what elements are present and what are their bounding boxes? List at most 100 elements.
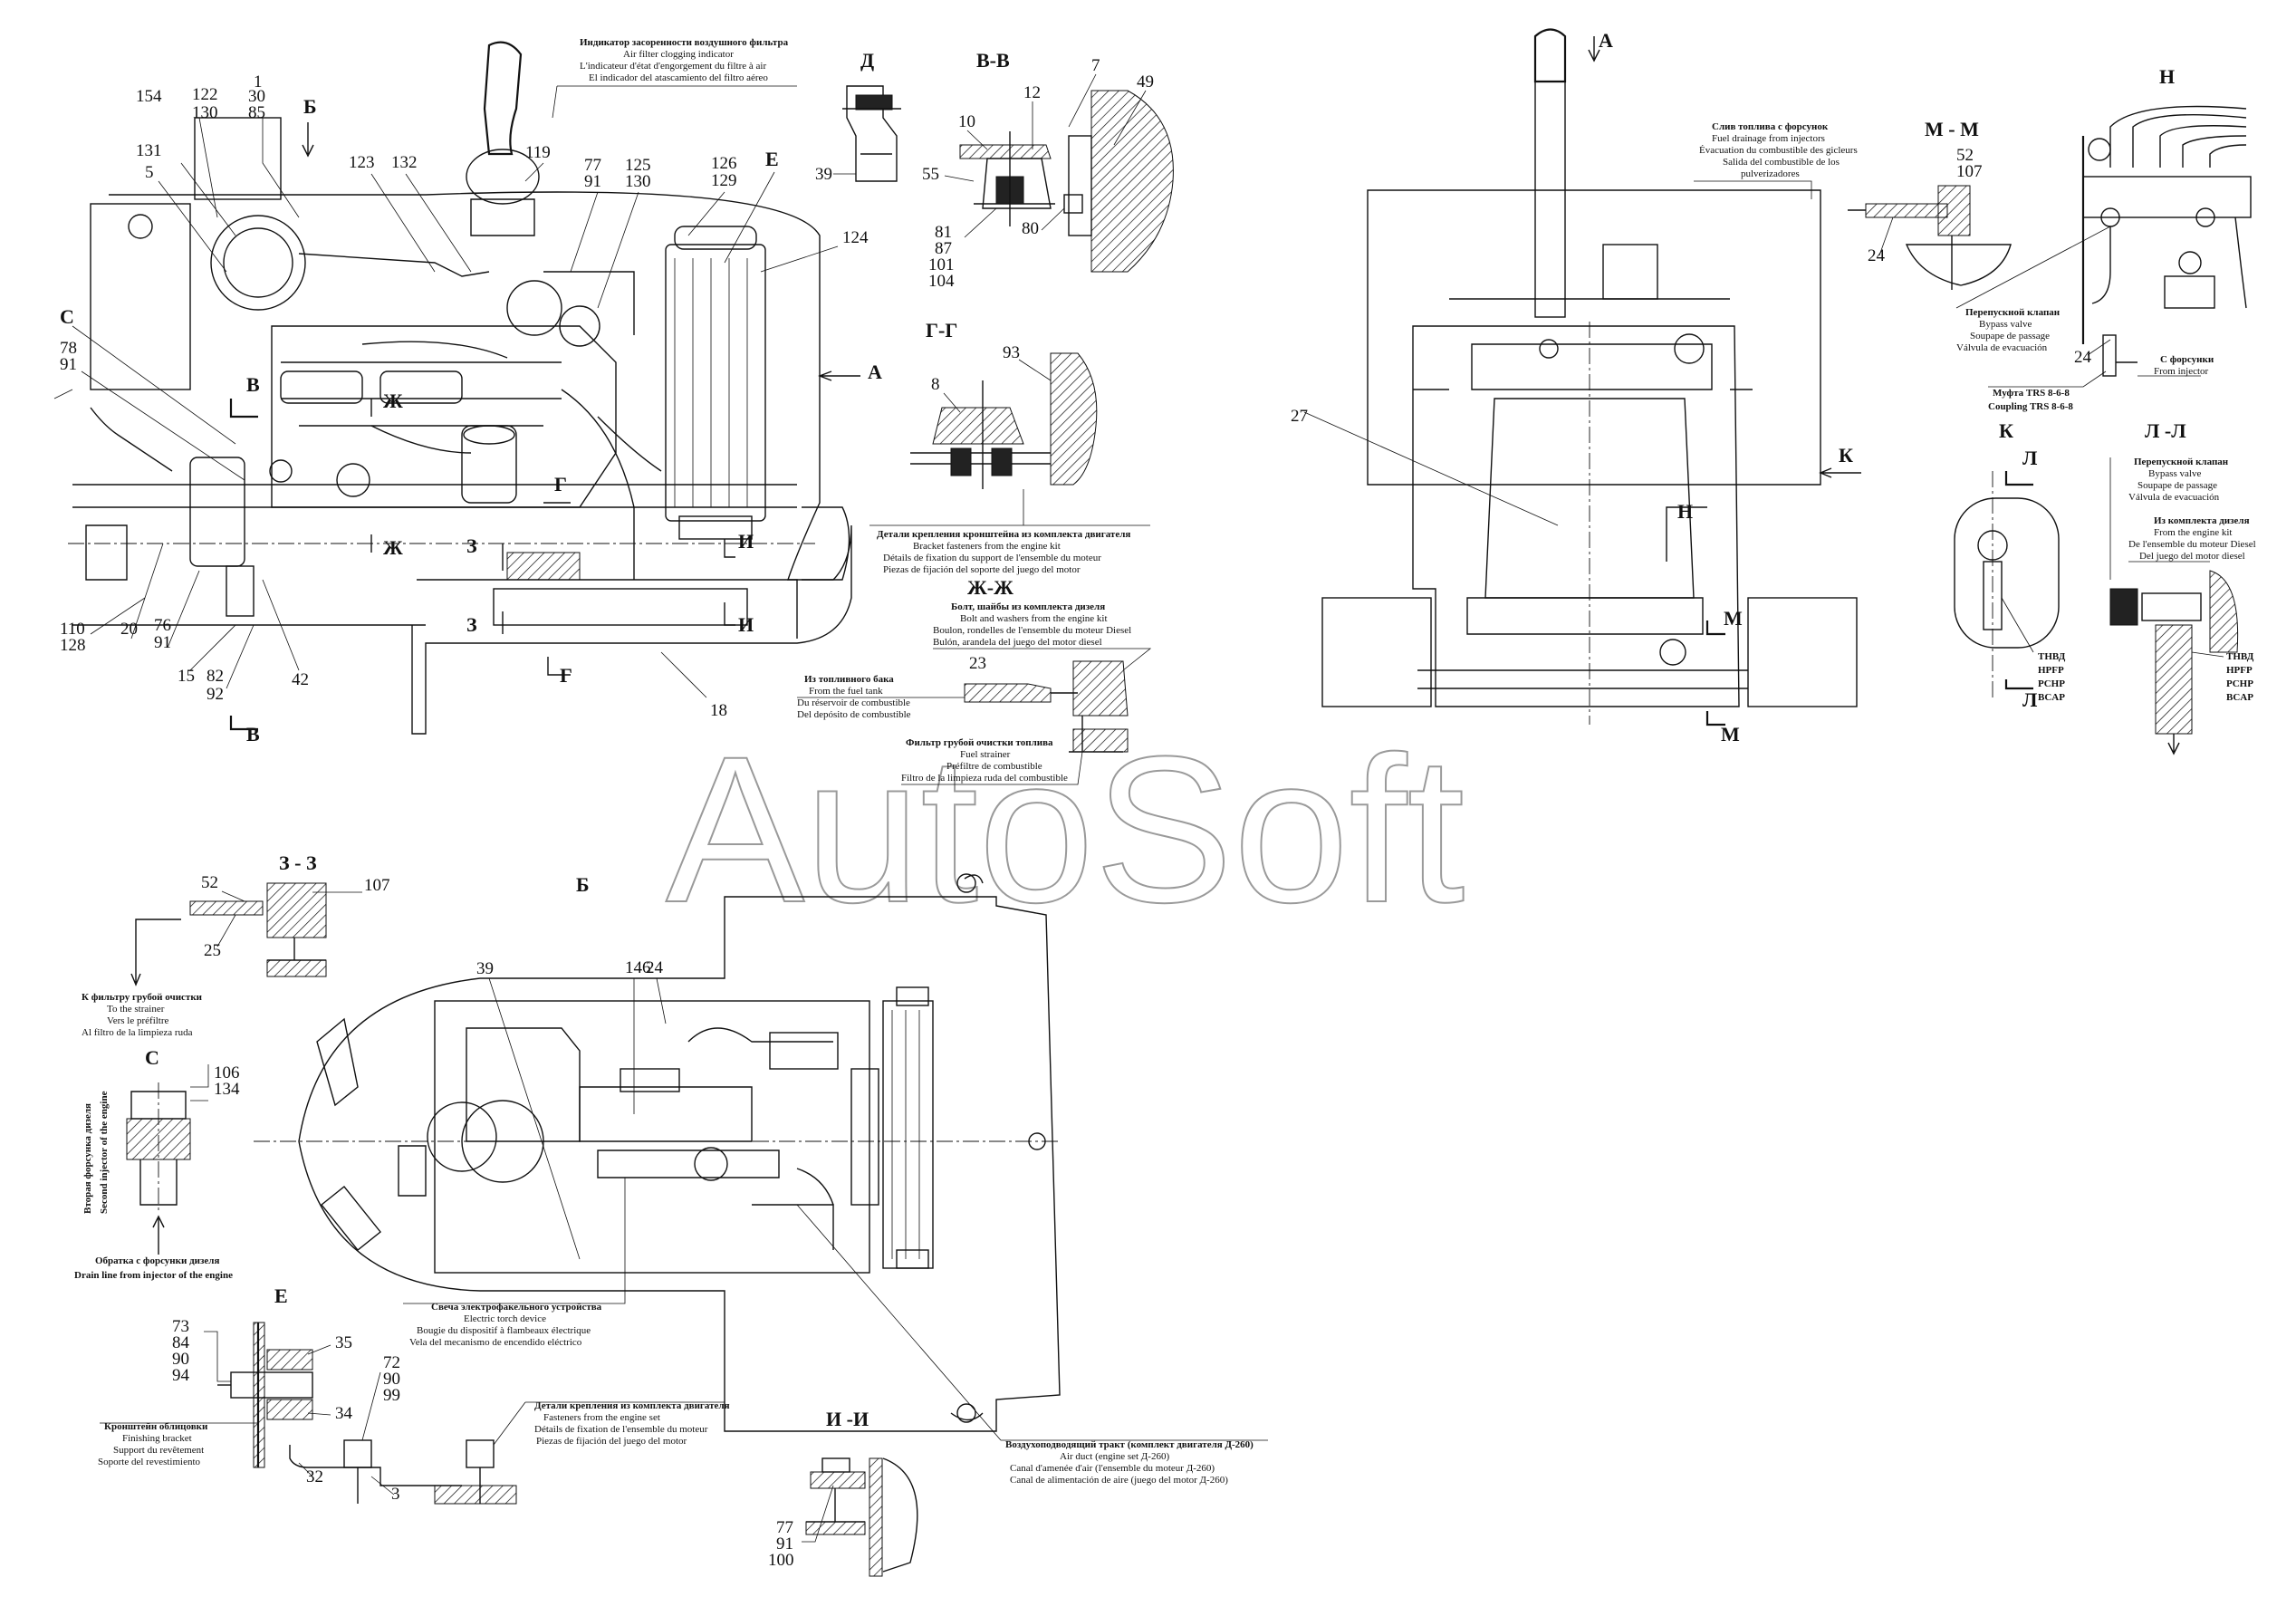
section-e: Е 73 84 90 94 35 34 72 90 99 32 3 Кроншт… xyxy=(98,1284,730,1505)
label-callouts_details-d39: 39 xyxy=(815,165,832,184)
label-notes-air_filter-3: El indicador del atascamiento del filtro… xyxy=(589,72,768,83)
label-callouts_details-v101: 101 xyxy=(928,255,955,274)
label-notes-torch_plug-2: Bougie du dispositif à flambeaux électri… xyxy=(417,1325,591,1336)
label-notes-coupling-1: Coupling TRS 8-6-8 xyxy=(1988,401,2073,412)
label-callouts_main-n1: 1 xyxy=(254,72,263,91)
label-view_markers-zh1: Ж xyxy=(383,390,403,412)
label-callouts_main-n77: 77 xyxy=(584,156,601,175)
label-callouts_main-n91c: 91 xyxy=(154,633,171,652)
label-callouts_main-n122: 122 xyxy=(192,85,218,104)
label-callouts_main-n5: 5 xyxy=(145,163,154,182)
label-notes-air_duct-0: Воздухоподводящий тракт (комплект двигат… xyxy=(1005,1439,1254,1450)
label-callouts_main-n18: 18 xyxy=(710,701,727,720)
label-view_markers-c_side: С xyxy=(60,305,74,328)
label-callouts_main-n92: 92 xyxy=(207,685,224,704)
label-notes-torch_plug-3: Vela del mecanismo de encendido eléctric… xyxy=(409,1337,582,1348)
label-callouts_details-i100: 100 xyxy=(768,1551,794,1570)
label-section_titles-gg: Г-Г xyxy=(926,319,957,341)
label-view_markers-z1: З xyxy=(466,534,477,557)
label-callouts_details-c106: 106 xyxy=(214,1063,240,1082)
label-notes-pump_k-1: HPFP xyxy=(2038,665,2064,676)
label-callouts_main-n85: 85 xyxy=(248,103,265,122)
label-callouts_details-e72: 72 xyxy=(383,1353,400,1372)
label-callouts_details-e35: 35 xyxy=(335,1333,352,1352)
label-section_titles-d: Д xyxy=(860,49,874,72)
label-callouts_details-zh23: 23 xyxy=(969,654,986,673)
label-view_markers-zh2: Ж xyxy=(383,536,403,559)
section-vv: В-В 12 7 49 10 55 81 87 101 104 80 xyxy=(922,49,1174,291)
main-view-markers: Б А С В В Ж Ж З З Г Г И И Е xyxy=(60,95,882,745)
label-notes-from_engine_kit_l-2: De l'ensemble du moteur Diesel xyxy=(2128,539,2256,550)
label-view_markers-i2: И xyxy=(738,613,754,636)
label-view_markers-l1: Л xyxy=(2022,447,2038,469)
label-view_markers-k_side: К xyxy=(1839,444,1853,467)
label-notes-drain_injectors-0: Слив топлива с форсунок xyxy=(1712,121,1829,132)
label-callouts_main-n78: 78 xyxy=(60,339,77,358)
label-notes-finishing_bracket-2: Support du revêtement xyxy=(113,1445,204,1456)
label-callouts_main-n82: 82 xyxy=(207,667,224,686)
section-gg: Г-Г 93 8 xyxy=(910,319,1098,489)
label-notes-air_filter-2: L'indicateur d'état d'engorgement du fil… xyxy=(580,61,766,72)
label-callouts_details-g8: 8 xyxy=(931,375,940,394)
label-view_markers-m1: М xyxy=(1724,607,1743,630)
label-section_titles-ii: И -И xyxy=(826,1408,869,1430)
label-notes-finishing_bracket-0: Кронштейн облицовки xyxy=(104,1421,208,1432)
label-notes-bypass_l-0: Перепускной клапан xyxy=(2134,457,2229,467)
label-notes-bypass_n-0: Перепускной клапан xyxy=(1965,307,2061,318)
label-notes-bracket_fasteners-1: Bracket fasteners from the engine kit xyxy=(913,541,1061,552)
label-notes-pump_k-3: BCAP xyxy=(2038,692,2065,703)
label-callouts_details-e32: 32 xyxy=(306,1467,323,1486)
label-notes-drain_line-1: Drain line from injector of the engine xyxy=(74,1270,233,1281)
view-b-topdown: Б 39 146 24 Свеча э xyxy=(254,873,1268,1486)
label-notes-drain_injectors-2: Évacuation du combustible des gicleurs xyxy=(1699,145,1858,156)
label-callouts_details-c134: 134 xyxy=(214,1080,240,1099)
section-d: Д 39 xyxy=(815,49,901,184)
label-callouts_main-n119: 119 xyxy=(525,143,551,162)
label-notes-from_tank-2: Du réservoir de combustible xyxy=(797,697,910,708)
label-section_titles-n: Н xyxy=(2159,65,2175,88)
label-notes-from_tank-0: Из топливного бака xyxy=(804,674,894,685)
label-callouts_details-v12: 12 xyxy=(1023,83,1041,102)
section-ll: Л -Л Перепускной клапан Bypass valve Sou… xyxy=(2109,419,2256,755)
label-notes-pump_k-0: ТНВД xyxy=(2038,651,2066,662)
label-callouts_main-n124: 124 xyxy=(842,228,869,247)
radiator-shape xyxy=(665,244,766,522)
label-callouts_details-z107: 107 xyxy=(364,876,390,895)
label-notes-bypass_l-3: Válvula de evacuación xyxy=(2128,492,2220,503)
fuel-tank-shape xyxy=(90,203,191,390)
label-callouts_details-v80: 80 xyxy=(1022,219,1039,238)
label-callouts_details-i91: 91 xyxy=(776,1534,793,1553)
label-notes-bracket_fasteners-0: Детали крепления кронштейна из комплекта… xyxy=(877,529,1130,540)
label-notes-torch_plug-1: Electric torch device xyxy=(464,1313,546,1324)
label-callouts_details-e34: 34 xyxy=(335,1404,353,1423)
label-callouts_details-m24: 24 xyxy=(1868,246,1886,265)
label-notes-bypass_n-3: Válvula de evacuación xyxy=(1956,342,2048,353)
label-section_titles-b_bottom: Б xyxy=(576,873,590,896)
label-view_markers-g1: Г xyxy=(554,473,567,495)
label-callouts_main-n130a: 130 xyxy=(192,103,218,122)
label-notes-bolt_washers-3: Bulón, arandela del juego del motor dies… xyxy=(933,637,1102,648)
label-notes-second_injector-0: Вторая форсунка дизеля xyxy=(82,1103,93,1214)
label-section_titles-vv: В-В xyxy=(976,49,1010,72)
label-section_titles-c: С xyxy=(145,1046,159,1069)
label-notes-fuel_strainer-0: Фильтр грубой очистки топлива xyxy=(906,737,1053,748)
label-section_titles-a_top: А xyxy=(1599,29,1613,52)
label-notes-from_tank-1: From the fuel tank xyxy=(809,686,883,697)
label-section_titles-k: К xyxy=(1999,419,2013,442)
label-notes-pump_l-2: PCHP xyxy=(2226,678,2253,689)
label-notes-fasteners_engine_set-0: Детали крепления из комплекта двигателя xyxy=(534,1400,730,1411)
label-callouts_details-v10: 10 xyxy=(958,112,975,131)
label-notes-air_filter-0: Индикатор засоренности воздушного фильтр… xyxy=(580,37,789,48)
label-callouts_main-n91b: 91 xyxy=(60,355,77,374)
label-callouts_details-e90: 90 xyxy=(172,1350,189,1369)
label-callouts_main-n27: 27 xyxy=(1291,407,1308,426)
label-notes-bypass_l-1: Bypass valve xyxy=(2148,468,2201,479)
label-notes-drain_line-0: Обратка с форсунки дизеля xyxy=(95,1255,219,1266)
label-callouts_details-e3: 3 xyxy=(391,1485,400,1504)
label-notes-from_engine_kit_l-0: Из комплекта дизеля xyxy=(2154,515,2250,526)
label-callouts_main-n42: 42 xyxy=(292,670,309,689)
label-notes-finishing_bracket-1: Finishing bracket xyxy=(122,1433,192,1444)
label-callouts_main-n30: 30 xyxy=(248,87,265,106)
section-k: К Л Л ТНВД HPFP PCHP BCAP xyxy=(1954,419,2066,711)
label-callouts_main-n130b: 130 xyxy=(625,172,651,191)
